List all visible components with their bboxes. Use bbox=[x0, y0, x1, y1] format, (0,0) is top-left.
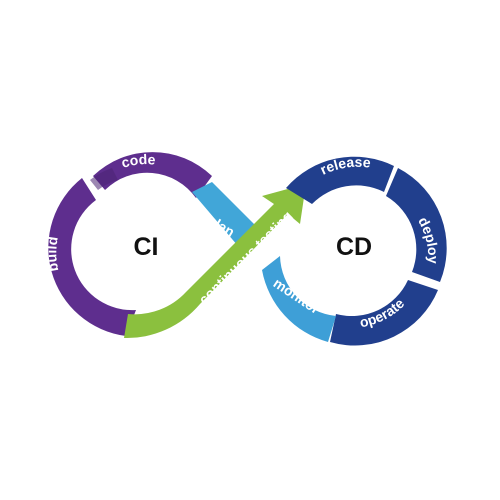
build-label: build bbox=[43, 235, 61, 273]
operate-segment bbox=[330, 280, 438, 346]
cd-hub bbox=[297, 189, 411, 303]
ci-hub-label: CI bbox=[134, 233, 159, 261]
plan-segment bbox=[192, 182, 258, 246]
monitor-segment bbox=[262, 256, 336, 342]
ci-hub bbox=[89, 189, 203, 303]
deploy-segment bbox=[386, 168, 447, 282]
cd-hub-label: CD bbox=[336, 233, 372, 261]
ci-inner-shade bbox=[90, 168, 118, 190]
continuous-testing-segment bbox=[124, 184, 306, 339]
code-segment bbox=[93, 152, 212, 198]
build-segment bbox=[48, 178, 136, 336]
release-segment bbox=[286, 156, 394, 204]
